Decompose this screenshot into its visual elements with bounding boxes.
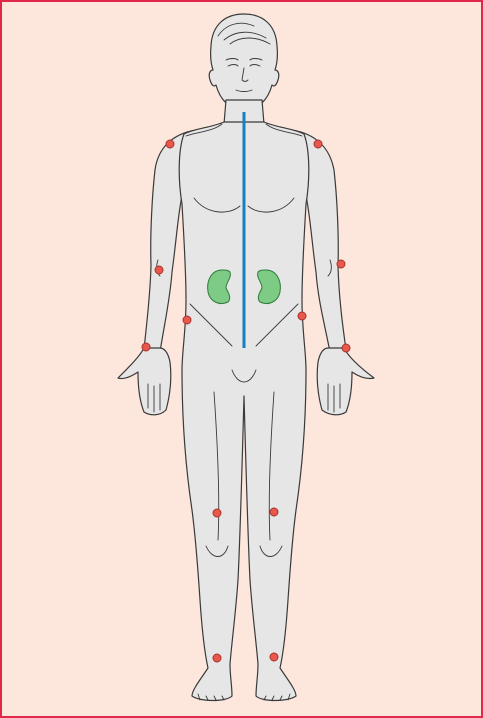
right-elbow-marker xyxy=(337,260,345,268)
left-hand xyxy=(118,348,171,415)
right-shoulder-marker xyxy=(314,140,322,148)
right-hand xyxy=(317,348,374,415)
left-ankle-marker xyxy=(213,654,221,662)
left-elbow-marker xyxy=(155,266,163,274)
left-shoulder-marker xyxy=(166,140,174,148)
left-knee-marker xyxy=(213,509,221,517)
head xyxy=(209,14,279,110)
left-wrist-marker xyxy=(142,343,150,351)
left-hip-marker xyxy=(183,316,191,324)
right-hip-marker xyxy=(298,312,306,320)
right-wrist-marker xyxy=(342,344,350,352)
right-knee-marker xyxy=(270,508,278,516)
right-ankle-marker xyxy=(270,653,278,661)
